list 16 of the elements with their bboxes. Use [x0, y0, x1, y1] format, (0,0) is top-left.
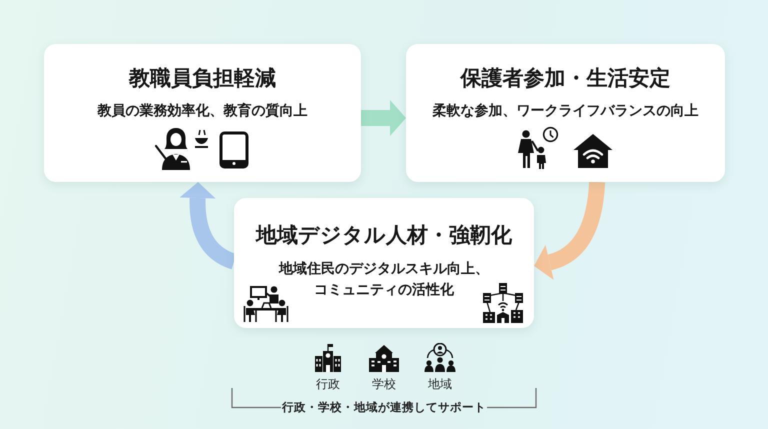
card-text: 地域住民のデジタルスキル向上、コミュニティの活性化: [278, 260, 490, 300]
card-text: 教員の業務効率化、教育の質向上: [98, 102, 308, 120]
arrow: [361, 100, 406, 136]
card: [44, 44, 361, 182]
icon-caption: 行政: [316, 377, 340, 392]
arrow: [534, 181, 606, 280]
arrow: [180, 182, 237, 270]
bracket-label: 行政・学校・地域が連携してサポート: [282, 400, 486, 414]
card-title: 地域デジタル人材・強靭化: [256, 222, 512, 248]
card-text: 柔軟な参加、ワークライフバランスの向上: [432, 102, 698, 120]
card: [406, 44, 725, 182]
card-title: 保護者参加・生活安定: [460, 65, 670, 91]
card: [234, 198, 534, 328]
icon-caption: 学校: [372, 377, 396, 392]
icon-caption: 地域: [428, 377, 452, 392]
card-title: 教職員負担軽減: [129, 65, 276, 91]
